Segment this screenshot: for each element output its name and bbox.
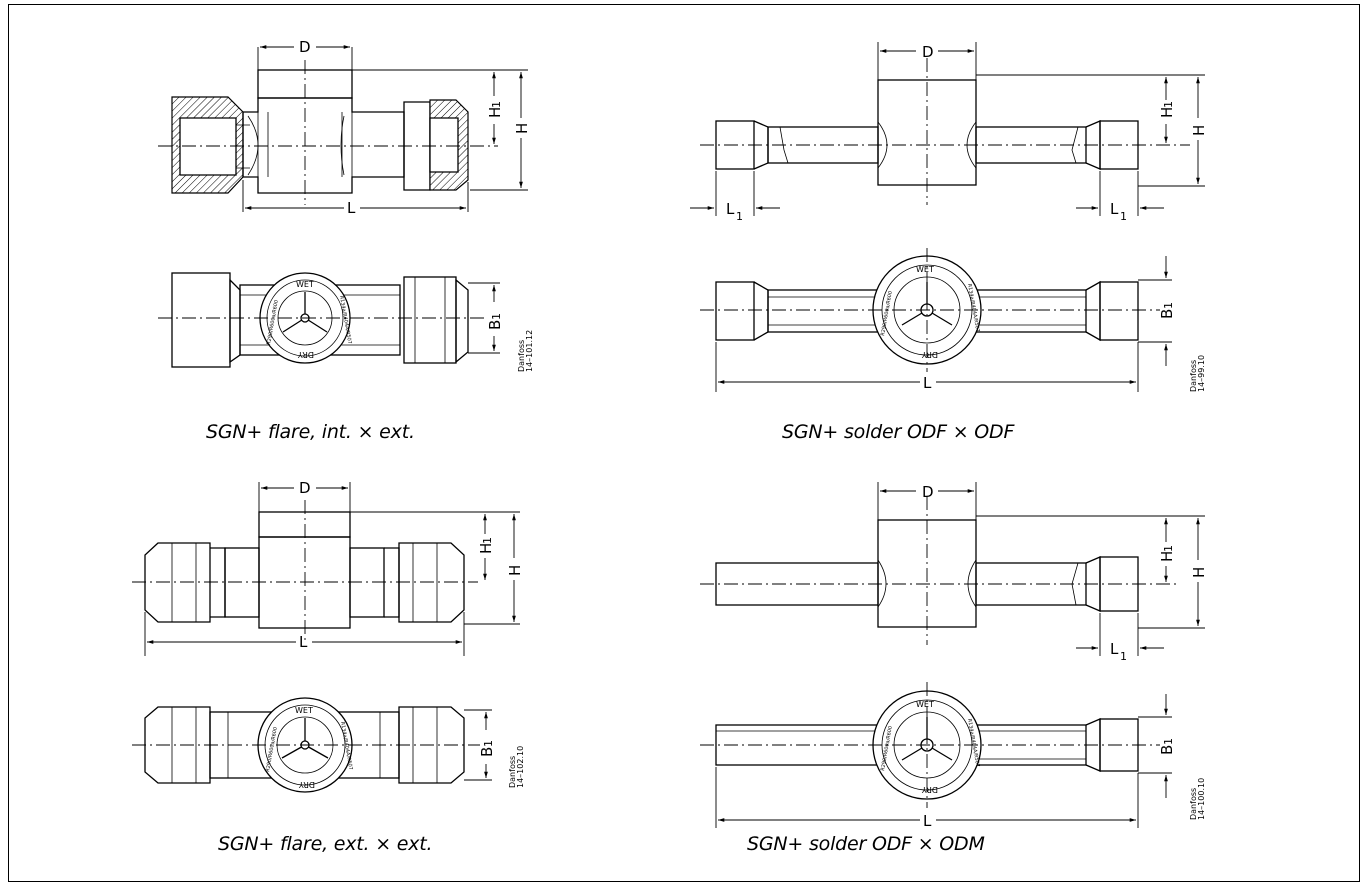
fig1-dim-D: D [299,38,311,56]
fig4-dim-H: H [1190,567,1208,578]
fig3-dim-H1: H [477,543,495,554]
fig1-dim-L: L [347,199,356,217]
fig3-top-view: WET DRY R290/R600a/R600 R134a/R404A/R507… [132,697,525,793]
fig3-gauge-wet: WET [295,706,313,715]
fig1-dim-H1: H [486,107,504,118]
svg-text:1: 1 [1162,738,1175,745]
fig1-caption: SGN+ flare, int. × ext. [206,421,415,443]
svg-text:1: 1 [1120,210,1127,223]
fig4-top-view: WET DRY R290/R600a/R600 R134a/R404A/R507… [700,682,1206,830]
fig3-dim-B1: B [478,747,496,757]
svg-text:1: 1 [481,537,494,544]
svg-text:Danfoss14–99.10: Danfoss14–99.10 [1189,355,1206,392]
svg-text:1: 1 [490,313,503,320]
fig2-dim-L1-right: L [1110,200,1119,218]
fig2-dim-H: H [1190,125,1208,136]
fig2-dim-D: D [922,43,934,61]
fig2-caption: SGN+ solder ODF × ODF [782,421,1015,443]
fig3-side-view: D H 1 H L [132,479,524,656]
svg-text:1: 1 [482,740,495,747]
fig2-gauge-dry: DRY [922,350,938,359]
svg-text:1: 1 [490,101,503,108]
fig1-top-view: WET DRY R290/R600a/R600 R134a/R404A/R507… [158,272,534,372]
svg-text:1: 1 [1120,650,1127,663]
svg-text:1: 1 [1162,545,1175,552]
fig3-dim-H: H [506,565,524,576]
fig4-dim-D: D [922,483,934,501]
fig4-dim-H1: H [1158,551,1176,562]
fig4-dim-L1-right: L [1110,640,1119,658]
fig2-dim-L1-left: L [726,200,735,218]
svg-text:1: 1 [736,210,743,223]
fig1-side-view: D H 1 H L [158,38,531,217]
fig2-side-view: D H 1 H L 1 L 1 [690,42,1208,223]
svg-text:Danfoss14–101.12: Danfoss14–101.12 [517,330,534,372]
fig4-gauge-wet: WET [916,700,934,709]
fig4-side-view: D H 1 H L 1 [700,482,1208,663]
fig2-gauge-wet: WET [916,265,934,274]
fig2-dim-H1: H [1158,107,1176,118]
fig1-gauge-wet: WET [296,280,314,289]
svg-text:Danfoss14–100.10: Danfoss14–100.10 [1189,778,1206,820]
fig4-caption: SGN+ solder ODF × ODM [747,833,985,855]
fig4-dim-B1: B [1158,745,1176,755]
fig4-dim-L: L [923,812,932,830]
fig2-dim-B1: B [1158,309,1176,319]
svg-text:1: 1 [1162,302,1175,309]
fig3-dim-L: L [299,633,308,651]
fig2-top-view: WET DRY R290/R600a/R600 R134a/R404A/R507… [700,248,1206,392]
fig4-gauge-dry: DRY [922,785,938,794]
fig3-gauge-dry: DRY [299,780,315,789]
fig1-dim-B1: B [486,320,504,330]
fig2-dim-L: L [923,374,932,392]
fig3-caption: SGN+ flare, ext. × ext. [218,833,433,855]
fig1-dim-H: H [513,123,531,134]
fig1-gauge-dry: DRY [298,350,314,359]
svg-text:1: 1 [1162,101,1175,108]
svg-text:Danfoss14–102.10: Danfoss14–102.10 [508,746,525,788]
fig3-dim-D: D [299,479,311,497]
